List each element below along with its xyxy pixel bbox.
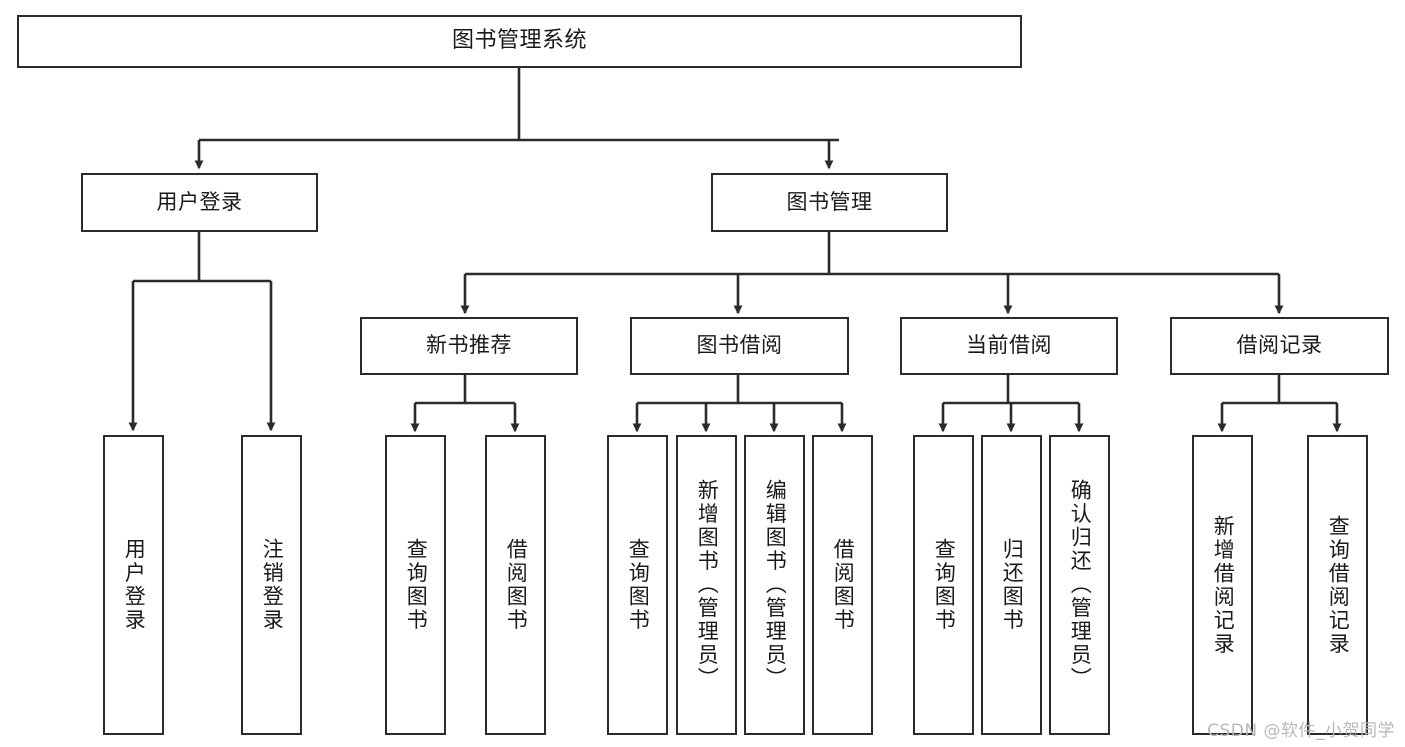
node-leaf-add-record[interactable]: 新增借阅记录 (1192, 435, 1253, 735)
node-label: 归还图书 (1000, 538, 1025, 632)
node-leaf-user-login[interactable]: 用户登录 (103, 435, 164, 735)
node-label: 查询图书 (404, 538, 429, 632)
node-leaf-user-logout[interactable]: 注销登录 (241, 435, 302, 735)
node-label: 图书借阅 (696, 333, 783, 358)
node-label: 查询图书 (626, 538, 651, 632)
node-leaf-borrow-book-1[interactable]: 借阅图书 (485, 435, 546, 735)
node-label: 新书推荐 (426, 333, 512, 358)
csdn-watermark: CSDN @软件_小贺同学 (1207, 721, 1395, 741)
node-leaf-add-book[interactable]: 新增图书（管理员） (676, 435, 737, 735)
node-leaf-query-book-1[interactable]: 查询图书 (385, 435, 446, 735)
node-leaf-query-book-2[interactable]: 查询图书 (607, 435, 668, 735)
node-label: 图书管理系统 (451, 28, 587, 54)
node-book-management[interactable]: 图书管理 (711, 173, 948, 232)
node-leaf-confirm-return[interactable]: 确认归还（管理员） (1049, 435, 1110, 735)
node-label: 图书管理 (786, 189, 873, 214)
node-label: 借阅图书 (504, 538, 529, 632)
node-leaf-edit-book[interactable]: 编辑图书（管理员） (744, 435, 805, 735)
node-label: 借阅图书 (831, 538, 856, 632)
node-label: 新增图书（管理员） (695, 479, 720, 691)
node-borrow-record[interactable]: 借阅记录 (1170, 317, 1389, 375)
node-label: 确认归还（管理员） (1068, 479, 1093, 691)
node-label: 用户登录 (156, 189, 243, 214)
node-leaf-query-record[interactable]: 查询借阅记录 (1307, 435, 1368, 735)
node-new-book-recommend[interactable]: 新书推荐 (360, 317, 578, 375)
node-label: 借阅记录 (1236, 333, 1323, 358)
node-leaf-query-book-3[interactable]: 查询图书 (913, 435, 974, 735)
node-current-borrow[interactable]: 当前借阅 (900, 317, 1118, 375)
node-label: 查询借阅记录 (1326, 514, 1351, 656)
node-label: 当前借阅 (966, 333, 1052, 358)
node-leaf-return-book[interactable]: 归还图书 (981, 435, 1042, 735)
node-label: 新增借阅记录 (1211, 514, 1236, 656)
node-user-login[interactable]: 用户登录 (81, 173, 318, 232)
node-label: 用户登录 (122, 538, 147, 632)
node-book-borrow[interactable]: 图书借阅 (630, 317, 849, 375)
node-label: 查询图书 (932, 538, 957, 632)
node-label: 注销登录 (260, 538, 285, 632)
node-root-system[interactable]: 图书管理系统 (17, 15, 1022, 68)
node-label: 编辑图书（管理员） (763, 479, 788, 691)
node-leaf-borrow-book-2[interactable]: 借阅图书 (812, 435, 873, 735)
